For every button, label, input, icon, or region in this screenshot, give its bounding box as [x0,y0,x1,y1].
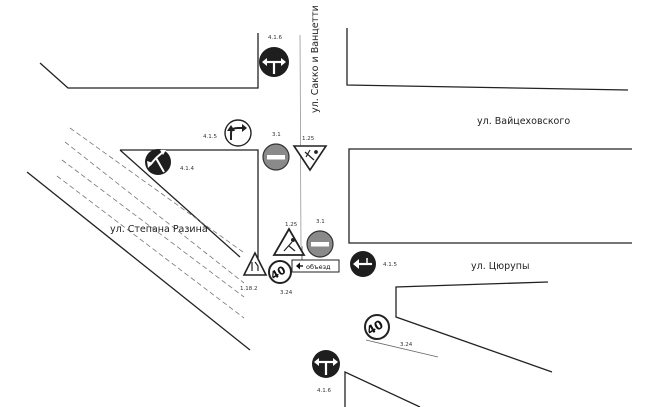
road-narrowing-icon [242,251,268,276]
detour-plate: объезд [291,259,340,273]
lane-line-4 [56,175,245,319]
sign-code-upper-left: 4.1.5 [203,134,217,140]
detour-label: объезд [306,263,331,271]
speed-limit-lower-icon: 40 [268,260,292,284]
sign-code-speed-right: 3.24 [400,342,413,348]
ahead-right-left-icon [259,47,289,77]
ahead-or-left-diag-icon [145,149,171,175]
edge-razin-upper [119,149,241,258]
lane-line-1 [69,127,244,253]
turn-left-icon [350,251,376,277]
street-vaitsekhovsky-label: ул. Вайцеховского [477,116,570,127]
block-vaitsekhovsky [348,148,632,244]
ahead-right-left-bottom-icon [312,350,340,378]
street-sacco-label: ул. Сакко и Ванцетти [310,5,321,113]
no-entry-lower-icon [306,230,334,258]
speed-zone-line [365,339,439,358]
block-bottom-right [344,370,421,407]
sign-code-speed-lower: 3.24 [280,290,293,296]
roadwork-lower-icon [272,227,306,256]
sign-code-narrowing: 1.18.2 [240,286,258,292]
sign-code-no-entry-upper: 3.1 [272,132,281,138]
block-tsyurupy [395,281,553,373]
ahead-or-right-icon [224,119,252,147]
sign-code-turn-left: 4.1.5 [383,262,397,268]
sign-code-bottom: 4.1.6 [317,388,331,394]
street-tsyurupy-label: ул. Цюрупы [471,261,529,272]
sign-code-no-entry-lower: 3.1 [316,219,325,225]
edge-razin-lower [26,171,251,351]
sign-code-diag: 4.1.4 [180,166,194,172]
block-top-left [39,33,259,89]
sign-code-roadwork-lower: 1.25 [285,222,298,228]
speed-limit-right-icon: 40 [364,314,390,340]
median-sacco [299,34,302,247]
roadwork-upper-icon [292,145,328,172]
sign-code-top: 4.1.6 [268,35,282,41]
lane-line-3 [61,159,245,298]
sign-code-roadwork-upper: 1.25 [302,136,315,142]
arrow-left-icon [296,262,300,270]
lane-line-2 [64,141,245,284]
no-entry-upper-icon [262,143,290,171]
street-razin-label: ул. Степана Разина [110,224,208,235]
block-top-right [346,28,629,91]
